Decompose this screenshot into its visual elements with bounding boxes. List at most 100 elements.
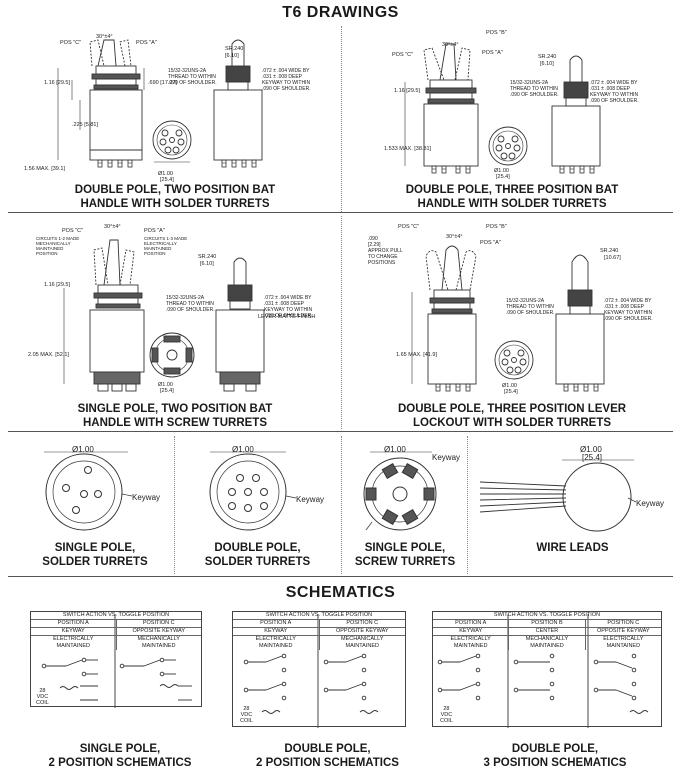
label-dia-sp-solder: Ø1.00 <box>72 445 94 454</box>
label-d225: .225 [5.81] <box>72 122 98 128</box>
divider-row2 <box>8 431 673 432</box>
label-dia-mm-2: [25.4] <box>496 174 510 180</box>
table-header: SWITCH ACTION VS. TOGGLE POSITION <box>493 612 601 618</box>
drawing-dp-three-lever <box>411 245 605 392</box>
label-sr240-4: SR.240 <box>600 248 618 254</box>
divider-v4 <box>341 436 342 574</box>
position-label: POSITION C <box>142 620 175 626</box>
label-dia-3: Ø1.00 <box>158 382 173 388</box>
caption-sp-two-bat: SINGLE POLE, TWO POSITION BAT HANDLE WIT… <box>77 403 273 429</box>
divider-v3 <box>174 436 175 574</box>
drawing-sp-screw <box>363 451 437 531</box>
position-label: POSITION C <box>346 620 379 626</box>
thread-note-3: 15/32-32UNS-2A THREAD TO WITHIN .090 OF … <box>166 295 215 313</box>
label-dia-2: Ø1.00 <box>494 168 509 174</box>
maint-label: ELECTRICALLY MAINTAINED <box>603 636 644 649</box>
schematic-table-dp3: SWITCH ACTION VS. TOGGLE POSITION POSITI… <box>432 611 662 727</box>
divider-row1 <box>8 212 673 213</box>
label-keyway-4: Keyway <box>636 499 664 508</box>
drawing-sp-two-bat <box>63 239 265 392</box>
label-sr610-1: [6.10] <box>225 53 239 59</box>
keyway-label: CENTER <box>509 628 586 635</box>
label-sr610-2: [6.10] <box>540 61 554 67</box>
maint-label: ELECTRICALLY MAINTAINED <box>233 636 320 650</box>
caption-dp-three-lever: DOUBLE POLE, THREE POSITION LEVER LOCKOU… <box>397 403 627 429</box>
label-lever: LEVER MATTE FINISH <box>258 314 315 320</box>
label-pos-a-4: POS "A" <box>480 240 501 246</box>
label-dia-mm-1: [25.4] <box>160 177 174 183</box>
drawing-dp-solder <box>209 451 297 531</box>
circuits-a-note: CIRCUITS 1-3 MADE ELECTRICALLY MAINTAINE… <box>144 236 188 256</box>
label-angle-1: 30°±4° <box>96 34 113 40</box>
label-d116-3: 1.16 [29.5] <box>44 282 70 288</box>
caption-wire-leads: WIRE LEADS <box>536 542 609 554</box>
label-d116-1: 1.16 [29.5] <box>44 80 70 86</box>
maint-label: MECHANICALLY MAINTAINED <box>509 636 586 650</box>
label-dia-mm-3: [25.4] <box>160 388 174 394</box>
drawing-sp-solder <box>44 451 133 531</box>
label-d153: 1.533 MAX. [38.81] <box>384 146 432 152</box>
label-d116-2: 1.16 [29.5] <box>394 88 420 94</box>
schematic-dp3-lines <box>437 614 649 728</box>
drawing-wire-leads <box>479 459 637 532</box>
keyway-label: OPPOSITE KEYWAY <box>335 628 389 634</box>
schematic-table-dp2: SWITCH ACTION VS. TOGGLE POSITION POSITI… <box>232 611 406 727</box>
divider-v1 <box>341 26 342 212</box>
label-pos-c-2: POS "C" <box>392 52 413 58</box>
table-header: SWITCH ACTION VS. TOGGLE POSITION <box>265 612 373 618</box>
position-label: POSITION A <box>233 620 320 627</box>
label-dia-1: Ø1.00 <box>158 171 173 177</box>
label-sr1067-4: [10.67] <box>604 255 621 261</box>
maint-label: MECHANICALLY MAINTAINED <box>341 636 384 649</box>
caption-dp-three-bat: DOUBLE POLE, THREE POSITION BAT HANDLE W… <box>405 184 619 210</box>
label-pos-a-1: POS "A" <box>136 40 157 46</box>
circuits-c-note: CIRCUITS 1-2 MADE MECHANICALLY MAINTAINE… <box>36 236 80 256</box>
keyway-note-4: .072 ± .004 WIDE BY .031 ± .008 DEEP KEY… <box>604 298 653 322</box>
position-label: POSITION A <box>31 620 117 627</box>
schematic-dp2-lines <box>243 614 379 728</box>
label-pos-a-3: POS "A" <box>144 228 165 234</box>
approx-pull-note: .090 [2.29] APPROX PULL TO CHANGE POSITI… <box>368 236 403 266</box>
table-header: SWITCH ACTION VS. TOGGLE POSITION <box>62 612 170 618</box>
divider-v5 <box>467 436 468 574</box>
caption-sp-screw: SINGLE POLE, SCREW TURRETS <box>354 542 456 568</box>
caption-sp-solder: SINGLE POLE, SOLDER TURRETS <box>42 542 148 568</box>
thread-note-4: 15/32-32UNS-2A THREAD TO WITHIN .090 OF … <box>506 298 555 316</box>
coil-label-sp2: 28 VDC COIL <box>36 688 49 706</box>
keyway-note-2: .072 ± .004 WIDE BY .031 ± .008 DEEP KEY… <box>590 80 639 104</box>
keyway-label: KEYWAY <box>433 628 510 635</box>
label-d690: .690 [17.27] <box>148 80 178 86</box>
position-label: POSITION A <box>433 620 510 627</box>
maint-label: ELECTRICALLY MAINTAINED <box>31 636 117 650</box>
label-sr240-1: SR.240 <box>225 46 243 52</box>
label-pos-a-2: POS "A" <box>482 50 503 56</box>
label-angle-3: 30°±4° <box>104 224 121 230</box>
caption-dp-solder: DOUBLE POLE, SOLDER TURRETS <box>204 542 311 568</box>
drawing-dp-three-bat <box>404 43 601 174</box>
label-dia-mm-wire: [25.4] <box>582 453 602 462</box>
label-sr240-2: SR.240 <box>538 54 556 60</box>
keyway-label: OPPOSITE KEYWAY <box>597 628 650 634</box>
label-pos-b-2: POS "B" <box>486 30 507 36</box>
maint-label: ELECTRICALLY MAINTAINED <box>433 636 510 650</box>
caption-sch-dp2: DOUBLE POLE, 2 POSITION SCHEMATICS <box>256 743 399 769</box>
thread-note-1: 15/32-32UNS-2A THREAD TO WITHIN .090 OF … <box>168 68 217 86</box>
keyway-label: OPPOSITE KEYWAY <box>132 628 186 634</box>
label-dia-dp-solder: Ø1.00 <box>232 445 254 454</box>
keyway-note-1: .072 ± .004 WIDE BY .031 ± .008 DEEP KEY… <box>262 68 311 92</box>
divider-row3 <box>8 576 673 577</box>
label-dia-mm-4: [25.4] <box>504 389 518 395</box>
keyway-label: KEYWAY <box>31 628 117 635</box>
label-keyway-3: Keyway <box>432 453 460 462</box>
label-pos-b-4: POS "B" <box>486 224 507 230</box>
position-label: POSITION C <box>607 620 640 626</box>
label-keyway-1: Keyway <box>132 493 160 502</box>
divider-v2 <box>341 216 342 429</box>
schematics-title: SCHEMATICS <box>285 584 396 601</box>
label-dia-wire: Ø1.00 <box>580 445 602 454</box>
label-angle-2: 30°±4° <box>442 42 459 48</box>
caption-sch-dp3: DOUBLE POLE, 3 POSITION SCHEMATICS <box>483 743 627 769</box>
label-sr610-3: [6.10] <box>200 261 214 267</box>
label-sr240-3: SR.240 <box>198 254 216 260</box>
